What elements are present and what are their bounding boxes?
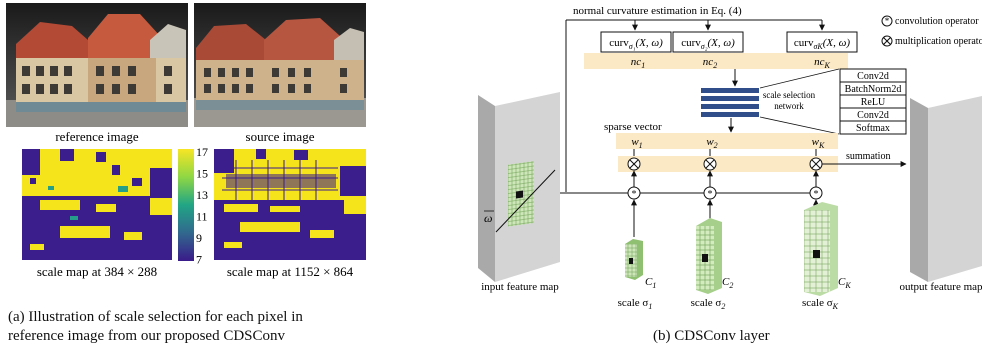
source-image (194, 3, 366, 127)
network-layer-label: ReLU (861, 97, 886, 108)
svg-text:curvσ₂(X, ω): curvσ₂(X, ω) (681, 37, 735, 51)
svg-text:scale σ1: scale σ1 (618, 297, 653, 311)
svg-text:nc2: nc2 (703, 56, 717, 70)
output-feature-map-label: output feature map (899, 281, 982, 293)
scale-labels: scale σ1 scale σ2 scale σK (618, 297, 839, 311)
curv-box-k: curvσK(X, ω) (786, 31, 858, 53)
curvature-routing-lines (565, 19, 825, 192)
summation-label: summation (846, 151, 890, 162)
network-label-2: network (774, 101, 804, 111)
colorbar-tick-label: 11 (196, 210, 208, 224)
multiplication-band (618, 156, 838, 172)
network-layer-label: Conv2d (857, 71, 889, 82)
colorbar-tick-label: 13 (196, 188, 208, 202)
source-image-label: source image (246, 129, 315, 144)
svg-text:curvσK(X, ω): curvσK(X, ω) (794, 37, 850, 51)
convolution-operator-icon (881, 15, 893, 27)
convolution-nodes (627, 186, 823, 200)
svg-text:*: * (632, 189, 637, 200)
weight-to-mult-arrows (633, 149, 817, 156)
network-layer-label: Softmax (856, 123, 890, 134)
caption-b: (b) CDSConv layer (653, 328, 770, 344)
svg-text:wK: wK (812, 136, 825, 150)
kernel-ck (804, 202, 838, 296)
omega-label: ω (484, 211, 492, 225)
scale-map-low-label: scale map at 384 × 288 (37, 264, 157, 279)
input-feature-map (478, 92, 560, 282)
scale-map-high-label: scale map at 1152 × 864 (227, 264, 354, 279)
kernel-c1 (625, 239, 643, 280)
svg-text:*: * (814, 189, 819, 200)
legend-convolution-label: convolution operator (895, 16, 979, 27)
legend-convolution: * convolution operator (881, 15, 979, 27)
svg-text:nc1: nc1 (631, 56, 645, 70)
svg-text:scale σK: scale σK (802, 297, 839, 311)
curv-box-2: curvσ₂(X, ω) (672, 31, 744, 53)
weight-labels: w1 w2 wK (631, 136, 825, 150)
caption-a-line2: reference image from our proposed CDSCon… (8, 328, 286, 344)
kernel-to-conv-arrows (631, 199, 819, 237)
output-feature-map (910, 96, 982, 282)
colorbar-tick-label: 7 (196, 253, 202, 267)
conv-to-mult-arrows (631, 170, 819, 187)
network-zoom-lines (759, 68, 840, 135)
legend-multiplication: multiplication operator (881, 35, 982, 47)
network-label-1: scale selection (763, 90, 816, 100)
svg-text:w1: w1 (631, 136, 642, 150)
svg-text:*: * (708, 189, 713, 200)
svg-text:curvσ₁(X, ω): curvσ₁(X, ω) (609, 37, 663, 51)
colorbar-tick-label: 15 (196, 167, 208, 181)
network-layer-label: Conv2d (857, 110, 889, 121)
kernel-ck-label: CK (838, 276, 851, 290)
colorbar-tick-label: 17 (196, 145, 208, 159)
scale-selection-network-icon (701, 88, 759, 117)
input-feature-map-label: input feature map (481, 281, 559, 293)
curv-box-1: curvσ₁(X, ω) (600, 31, 672, 53)
reference-image-label: reference image (55, 129, 139, 144)
svg-text:w2: w2 (706, 136, 717, 150)
colorbar (178, 149, 194, 261)
colorbar-ticks: 17 15 13 11 9 7 (196, 145, 208, 267)
network-layer-box (839, 120, 907, 135)
legend-multiplication-label: multiplication operator (895, 36, 982, 47)
network-layer-label: BatchNorm2d (845, 84, 902, 95)
weights-band (616, 133, 838, 149)
sparse-vector-label: sparse vector (604, 121, 662, 133)
kernel-c2 (696, 218, 722, 294)
kernel-c1-label: C1 (645, 276, 656, 290)
kernel-c2-label: C2 (722, 276, 733, 290)
multiply-nodes (627, 157, 823, 171)
nc-band (584, 53, 848, 69)
scale-map-high-res (214, 149, 366, 260)
svg-text:ncK: ncK (814, 56, 830, 70)
nc-labels: nc1 nc2 ncK (631, 56, 831, 70)
caption-a-line1: (a) Illustration of scale selection for … (8, 309, 303, 325)
colorbar-tick-label: 9 (196, 231, 202, 245)
reference-image (6, 3, 188, 127)
svg-text:scale σ2: scale σ2 (691, 297, 726, 311)
normal-curvature-label: normal curvature estimation in Eq. (4) (573, 5, 742, 17)
scale-map-low-res (22, 149, 172, 260)
svg-text:*: * (885, 16, 890, 26)
